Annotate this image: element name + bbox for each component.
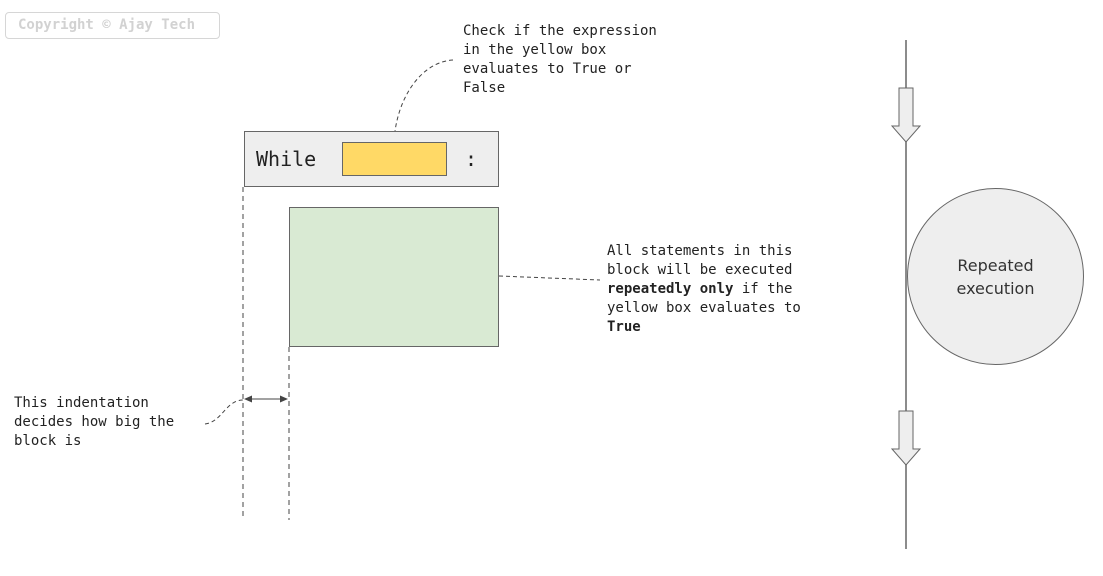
block-note-bold-repeatedly-only: repeatedly only [607,281,734,297]
block-note-line: All statements in this [607,243,793,259]
indent-double-arrow [244,395,288,403]
repeated-execution-circle: Repeated execution [907,188,1084,365]
block-note-line: if the [733,281,793,297]
flow-arrow-down-icon [890,87,922,143]
block-note-line: yellow box evaluates to [607,300,801,316]
block-note-line: block will be executed [607,262,793,278]
copyright-watermark: Copyright © Ajay Tech [5,12,220,39]
condition-note: Check if the expression in the yellow bo… [463,23,657,96]
repeated-execution-label: Repeated execution [956,255,1035,298]
while-colon: : [465,147,478,171]
while-keyword: While [256,147,317,171]
block-note: All statements in this block will be exec… [607,242,837,337]
loop-body-block [289,207,499,347]
condition-yellow-box [342,142,447,176]
flow-arrow-down-icon [890,410,922,466]
block-connector [498,275,601,281]
block-note-bold-true: True [607,319,641,335]
condition-connector [393,59,454,143]
indent-connector [204,399,244,425]
indentation-note: This indentation decides how big the blo… [14,395,175,449]
